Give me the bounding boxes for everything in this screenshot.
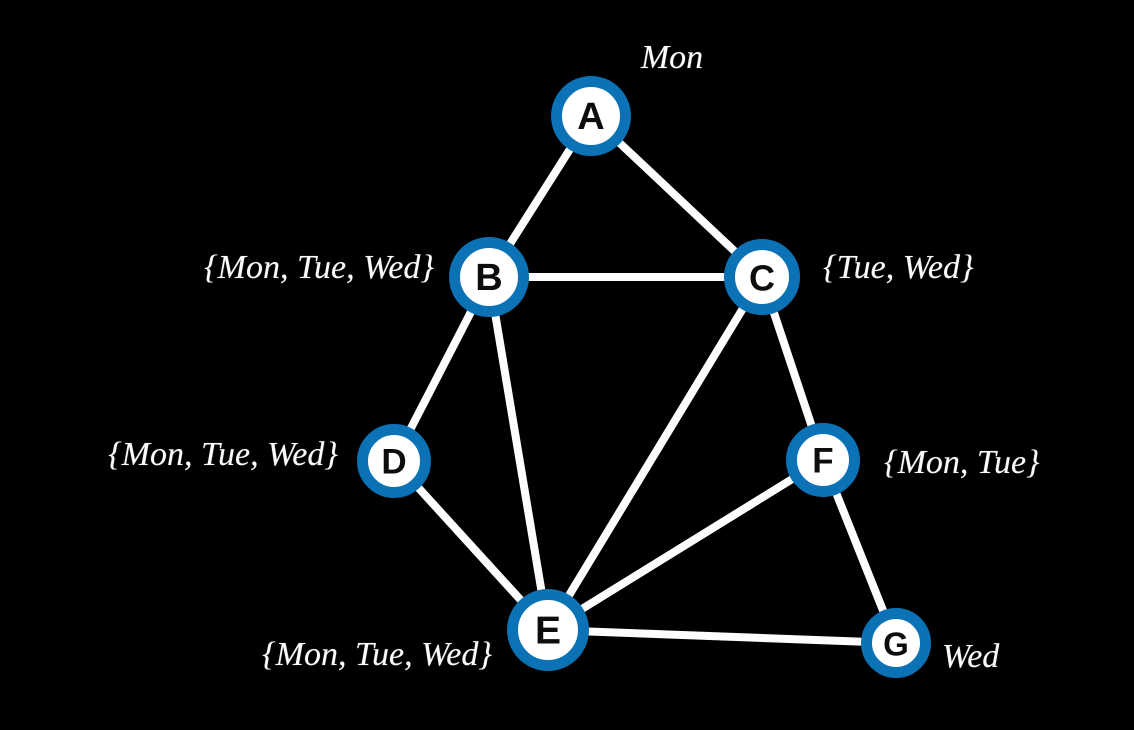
node-circle-e [507, 589, 589, 671]
domain-label-g: Wed [942, 638, 1000, 675]
node-circle-d [357, 424, 431, 498]
graph-node-f[interactable]: F [786, 423, 860, 497]
node-circle-b [449, 237, 529, 317]
node-label-a: A [577, 96, 604, 138]
edges-layer [390, 112, 900, 647]
domain-label-e: {Mon, Tue, Wed} [262, 636, 492, 673]
graph-node-g[interactable]: G [861, 608, 931, 678]
node-circle-f [786, 423, 860, 497]
node-label-c: C [749, 258, 775, 299]
domain-label-f: {Mon, Tue} [884, 444, 1040, 481]
node-label-g: G [883, 626, 909, 663]
node-circle-a [551, 76, 631, 156]
domain-label-a: Mon [640, 39, 704, 76]
node-circle-c [724, 239, 800, 315]
node-label-d: D [381, 443, 406, 482]
graph-node-e[interactable]: E [507, 589, 589, 671]
nodes-layer: A B C D E F G [357, 76, 931, 678]
node-label-e: E [535, 610, 561, 653]
domain-label-d: {Mon, Tue, Wed} [108, 436, 338, 473]
graph-node-c[interactable]: C [724, 239, 800, 315]
graph-edge-b-e [485, 273, 552, 634]
graph-edge-c-e [544, 273, 766, 634]
graph-node-d[interactable]: D [357, 424, 431, 498]
node-label-f: F [812, 442, 833, 481]
domain-label-b: {Mon, Tue, Wed} [204, 249, 434, 286]
graph-node-a[interactable]: A [551, 76, 631, 156]
node-label-b: B [475, 257, 502, 299]
graph-node-b[interactable]: B [449, 237, 529, 317]
domain-label-c: {Tue, Wed} [823, 249, 974, 286]
graph-edge-e-f [544, 456, 827, 634]
graph-edge-e-g [544, 626, 900, 647]
node-circle-g [861, 608, 931, 678]
